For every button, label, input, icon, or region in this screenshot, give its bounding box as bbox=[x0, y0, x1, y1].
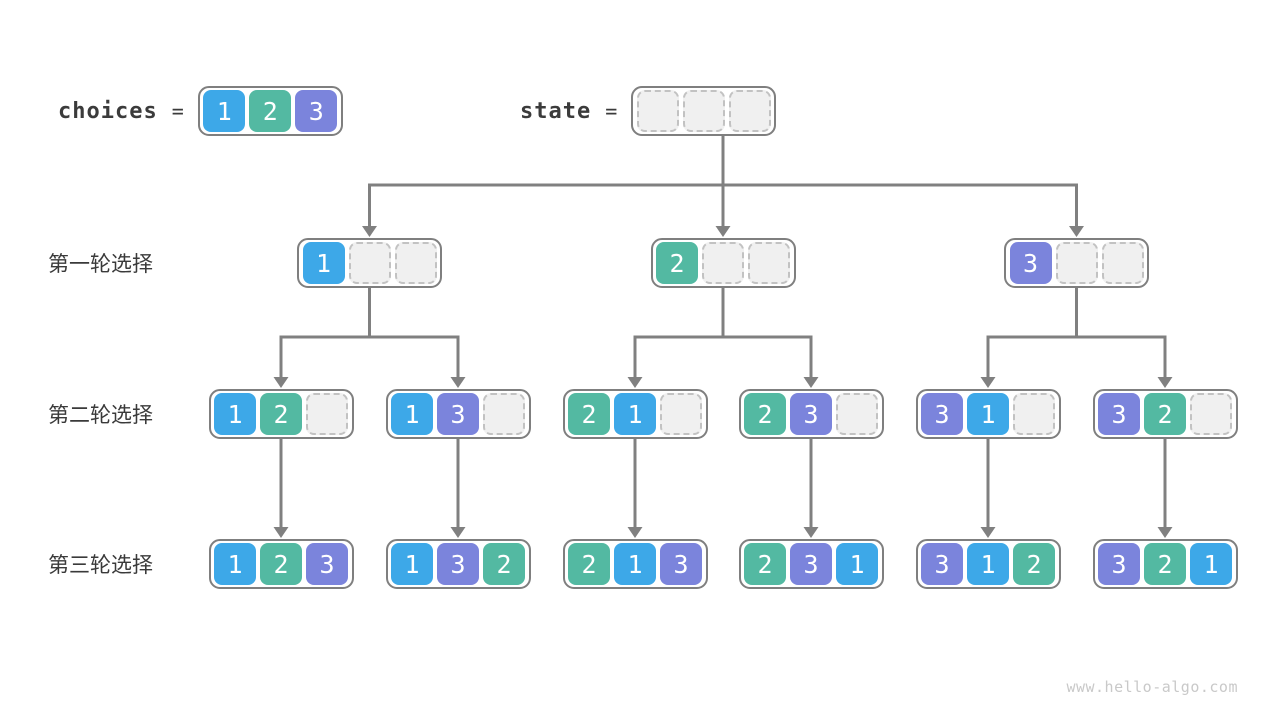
empty-slot-cell bbox=[348, 242, 391, 284]
value-cell-2: 2 bbox=[568, 543, 610, 585]
value-cell-2: 2 bbox=[260, 393, 302, 435]
value-cell-1: 1 bbox=[967, 393, 1009, 435]
arrowhead bbox=[1157, 377, 1173, 388]
arrowhead bbox=[362, 226, 377, 237]
value-cell-1: 1 bbox=[214, 543, 256, 585]
empty-slot-cell bbox=[483, 393, 525, 435]
value-cell-2: 2 bbox=[483, 543, 525, 585]
round-3-label: 第三轮选择 bbox=[48, 553, 153, 577]
value-cell-2: 2 bbox=[1144, 543, 1186, 585]
empty-slot-cell bbox=[306, 393, 348, 435]
arrowhead bbox=[273, 377, 289, 388]
state-node-round1-1__: 1 bbox=[297, 238, 442, 288]
value-cell-3: 3 bbox=[1098, 393, 1140, 435]
value-cell-3: 3 bbox=[790, 543, 832, 585]
value-cell-1: 1 bbox=[614, 393, 656, 435]
arrowhead bbox=[627, 377, 643, 388]
empty-slot-cell bbox=[682, 90, 725, 132]
empty-slot-cell bbox=[636, 90, 679, 132]
arrowhead bbox=[803, 527, 819, 538]
state-node-round1-2__: 2 bbox=[650, 238, 796, 288]
state-equals-sign: = bbox=[605, 99, 618, 123]
empty-slot-cell bbox=[1055, 242, 1098, 284]
empty-slot-cell bbox=[748, 242, 790, 284]
empty-slot-cell bbox=[394, 242, 437, 284]
value-cell-1: 1 bbox=[391, 543, 433, 585]
empty-slot-cell bbox=[1013, 393, 1055, 435]
empty-slot-cell bbox=[1190, 393, 1232, 435]
choices-label: choices bbox=[58, 98, 158, 124]
value-cell-2: 2 bbox=[744, 543, 786, 585]
arrowhead bbox=[980, 527, 996, 538]
state-label: state bbox=[520, 98, 592, 124]
watermark: www.hello-algo.com bbox=[1066, 678, 1238, 696]
value-cell-2: 2 bbox=[249, 90, 292, 132]
value-cell-3: 3 bbox=[660, 543, 702, 585]
state-group: state = bbox=[520, 86, 777, 136]
value-cell-2: 2 bbox=[1144, 393, 1186, 435]
value-cell-3: 3 bbox=[921, 393, 963, 435]
arrowhead bbox=[1069, 226, 1084, 237]
arrowhead bbox=[980, 377, 996, 388]
value-cell-1: 1 bbox=[614, 543, 656, 585]
value-cell-1: 1 bbox=[391, 393, 433, 435]
value-cell-3: 3 bbox=[295, 90, 338, 132]
choices-equals-sign: = bbox=[171, 99, 184, 123]
state-array-box bbox=[631, 86, 777, 136]
arrowhead bbox=[273, 527, 289, 538]
value-cell-1: 1 bbox=[836, 543, 878, 585]
value-cell-3: 3 bbox=[306, 543, 348, 585]
empty-slot-cell bbox=[660, 393, 702, 435]
state-node-round1-3__: 3 bbox=[1004, 238, 1149, 288]
round-2-label: 第二轮选择 bbox=[48, 403, 153, 427]
value-cell-3: 3 bbox=[1098, 543, 1140, 585]
value-cell-3: 3 bbox=[437, 393, 479, 435]
value-cell-2: 2 bbox=[744, 393, 786, 435]
value-cell-3: 3 bbox=[1009, 242, 1052, 284]
arrowhead bbox=[715, 226, 731, 237]
round-1-label: 第一轮选择 bbox=[48, 252, 153, 276]
arrowhead bbox=[803, 377, 819, 388]
empty-slot-cell bbox=[1101, 242, 1144, 284]
arrowhead bbox=[627, 527, 643, 538]
arrowhead bbox=[1157, 527, 1173, 538]
value-cell-1: 1 bbox=[214, 393, 256, 435]
value-cell-3: 3 bbox=[790, 393, 832, 435]
empty-slot-cell bbox=[728, 90, 771, 132]
value-cell-2: 2 bbox=[568, 393, 610, 435]
empty-slot-cell bbox=[702, 242, 744, 284]
empty-slot-cell bbox=[836, 393, 878, 435]
arrowhead bbox=[450, 527, 466, 538]
value-cell-1: 1 bbox=[302, 242, 345, 284]
value-cell-3: 3 bbox=[437, 543, 479, 585]
value-cell-1: 1 bbox=[1190, 543, 1232, 585]
value-cell-3: 3 bbox=[921, 543, 963, 585]
value-cell-1: 1 bbox=[203, 90, 246, 132]
value-cell-1: 1 bbox=[967, 543, 1009, 585]
value-cell-2: 2 bbox=[656, 242, 698, 284]
value-cell-2: 2 bbox=[1013, 543, 1055, 585]
value-cell-2: 2 bbox=[260, 543, 302, 585]
arrowhead bbox=[450, 377, 466, 388]
